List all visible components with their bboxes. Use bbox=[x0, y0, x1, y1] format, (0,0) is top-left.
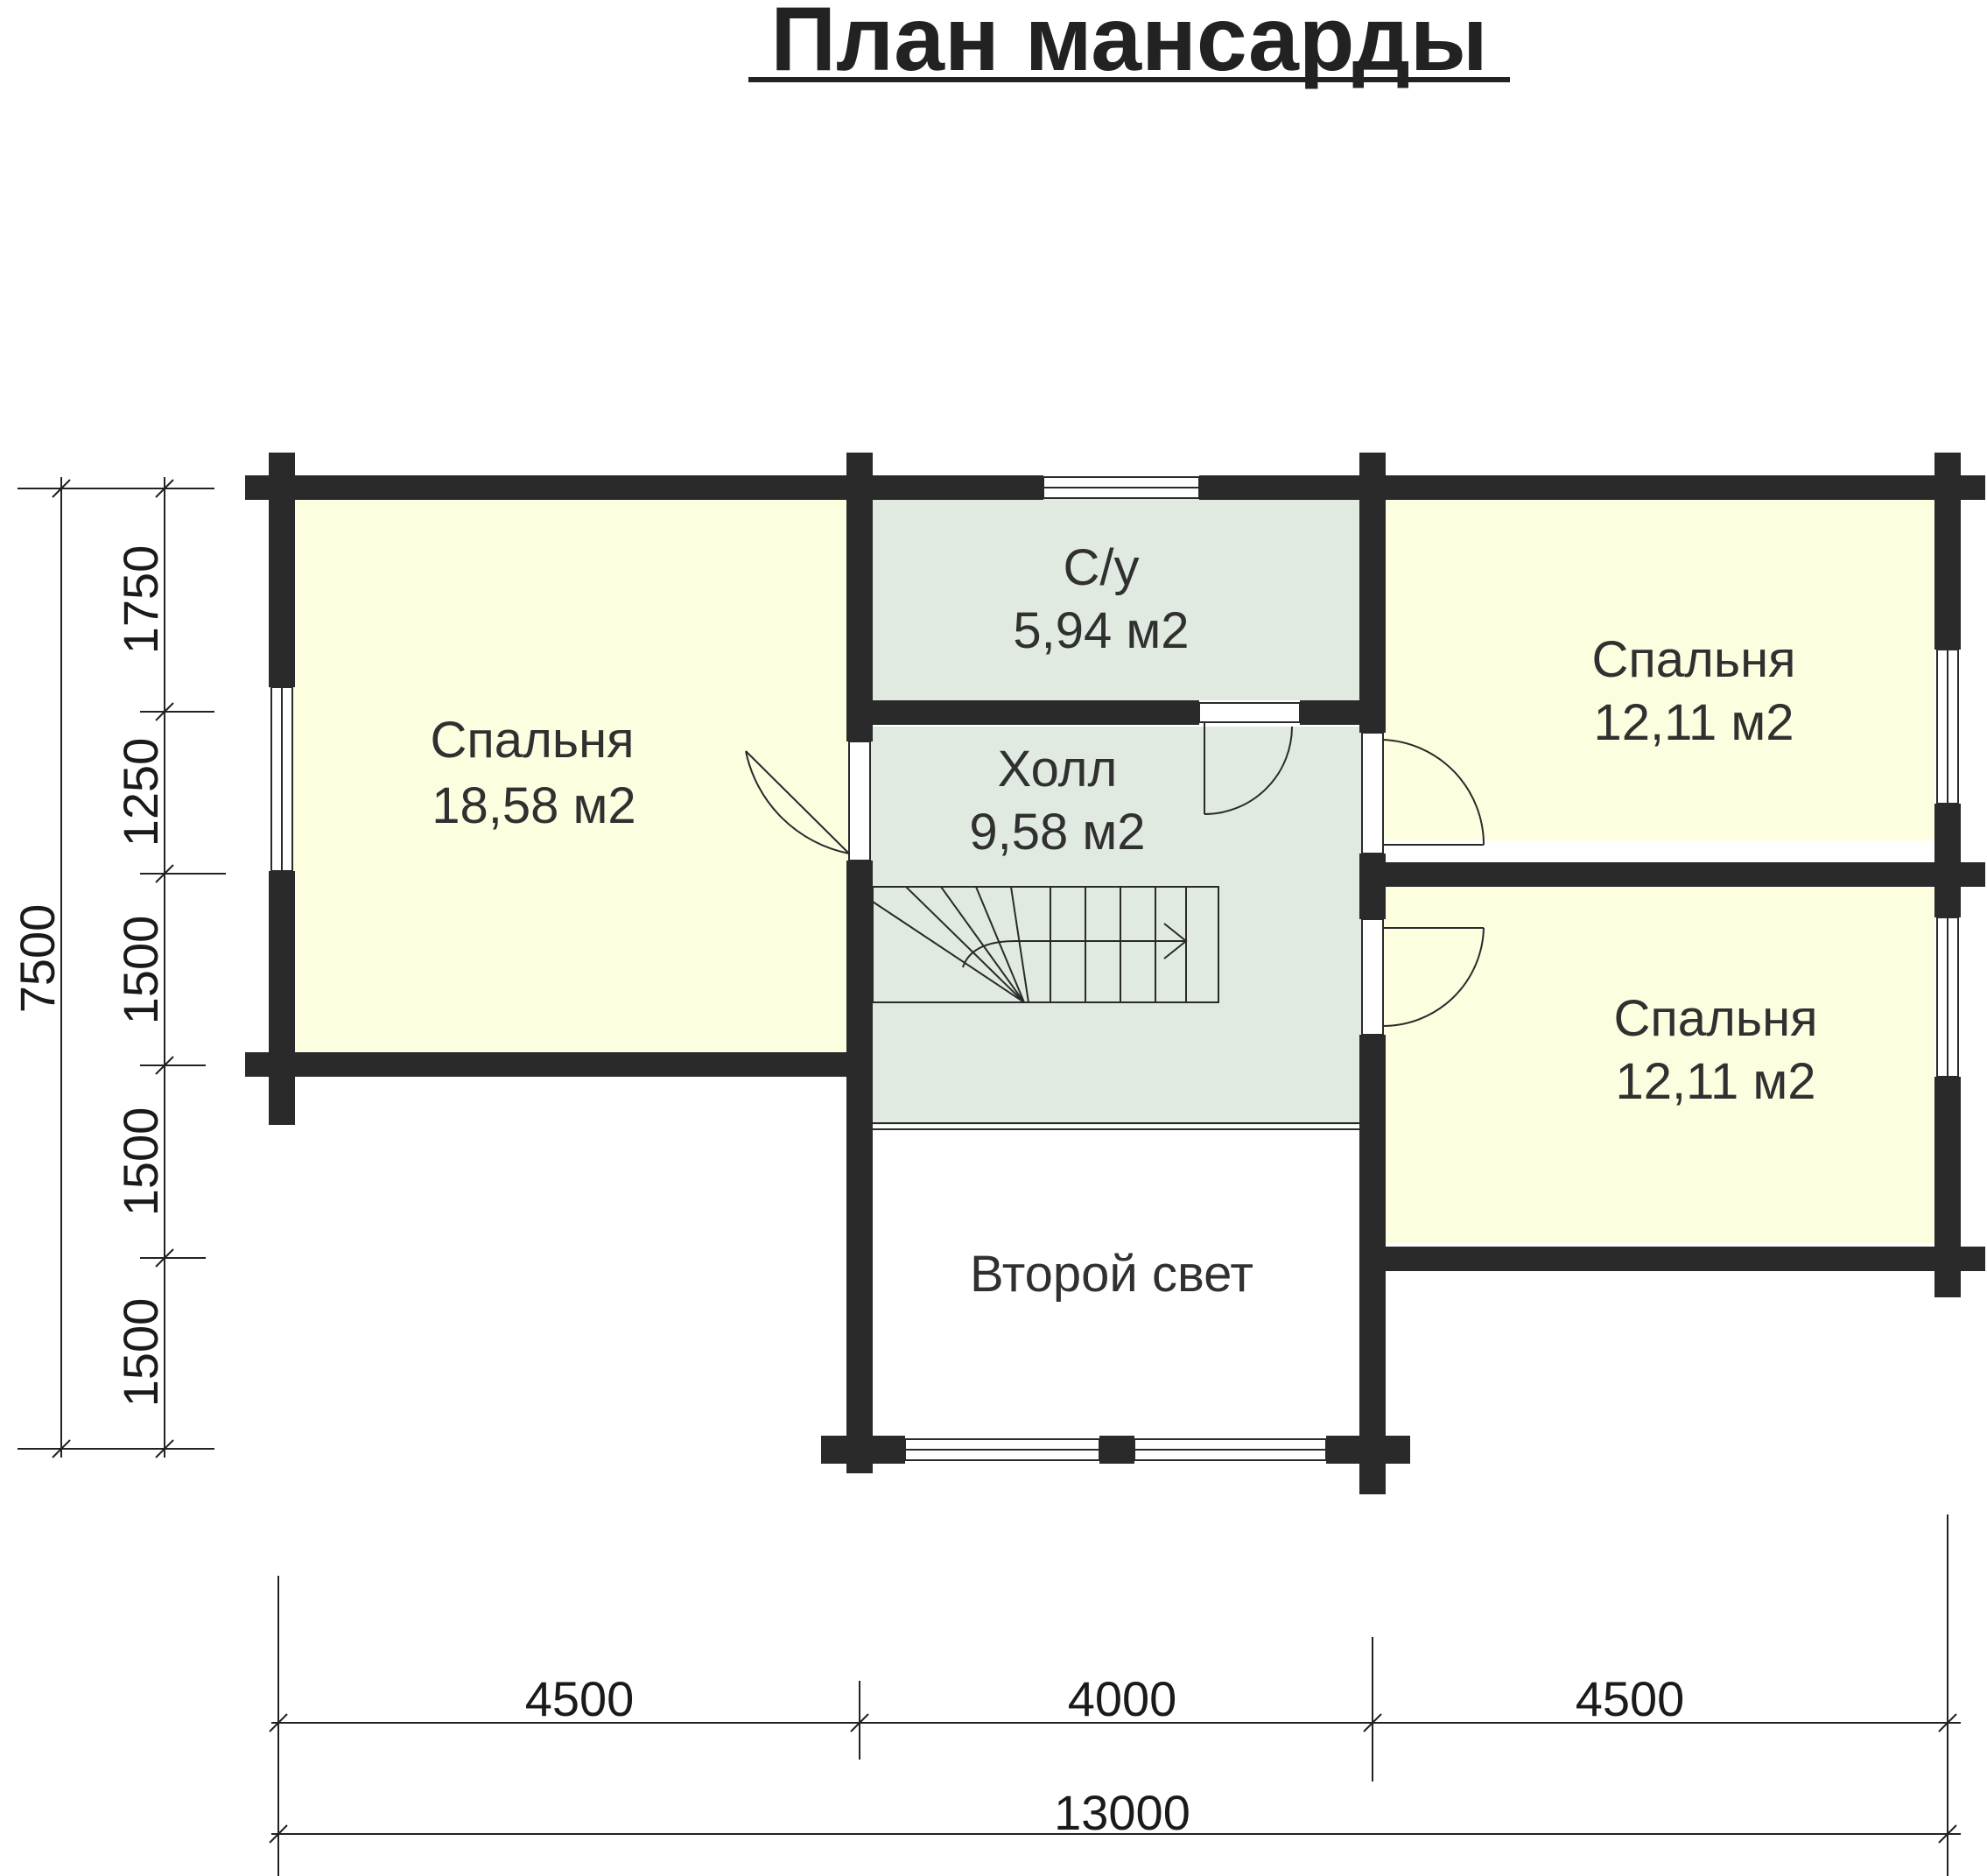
stair-arrow-icon bbox=[1163, 923, 1188, 959]
wall-right-top bbox=[1934, 453, 1961, 650]
dim-width-total: 13000 bbox=[1054, 1785, 1190, 1840]
vertical-dimensions: 1750 1250 1500 1500 1500 7500 bbox=[10, 477, 226, 1458]
label-second-light: Второй свет bbox=[970, 1246, 1253, 1303]
room-fill-bedroom-right-top bbox=[1383, 499, 1934, 840]
wall-bottom-left-post bbox=[821, 1436, 905, 1464]
wall-top-right bbox=[1199, 475, 1985, 500]
dim-width-2: 4000 bbox=[1068, 1671, 1177, 1726]
walls bbox=[245, 453, 1985, 1494]
dim-height-1: 1750 bbox=[113, 545, 168, 655]
wall-right-middle bbox=[1934, 804, 1961, 917]
doors bbox=[745, 702, 1485, 1036]
door-opening-bathroom bbox=[1198, 702, 1301, 723]
wall-left-bedroom-bottom bbox=[245, 1052, 871, 1077]
wall-mid-left-lower bbox=[846, 861, 873, 1473]
wall-bath-hall-right bbox=[1300, 700, 1370, 725]
label-bedroom-left-name: Спальня bbox=[430, 712, 634, 769]
label-hall-name: Холл bbox=[998, 741, 1118, 797]
dim-height-3: 1500 bbox=[113, 916, 168, 1025]
wall-right-bedrooms-divider bbox=[1370, 862, 1985, 887]
door-opening-right-bottom bbox=[1361, 918, 1384, 1036]
label-bedroom-right-top-area: 12,11 м2 bbox=[1593, 694, 1794, 751]
dim-height-total: 7500 bbox=[10, 904, 65, 1014]
horizontal-dimensions: 4500 4000 4500 13000 bbox=[269, 1514, 1961, 1876]
wall-right-bedroom-bottom bbox=[1386, 1247, 1985, 1271]
wall-mid-left-upper bbox=[846, 453, 873, 741]
door-opening-left-bedroom bbox=[848, 741, 871, 861]
plan-title: План мансарды bbox=[770, 0, 1487, 90]
dim-width-3: 4500 bbox=[1576, 1671, 1685, 1726]
wall-left-upper bbox=[269, 453, 295, 687]
stair-direction-line bbox=[962, 940, 1186, 968]
label-bedroom-right-bottom-name: Спальня bbox=[1613, 990, 1817, 1047]
dim-height-5: 1500 bbox=[113, 1298, 168, 1408]
label-bedroom-left-area: 18,58 м2 bbox=[432, 777, 635, 834]
room-fill-bedroom-right-bottom bbox=[1383, 884, 1934, 1243]
door-right-bottom-bedroom bbox=[1382, 927, 1485, 1027]
title-underline bbox=[748, 77, 1510, 82]
windows bbox=[270, 476, 1959, 1461]
label-bathroom-area: 5,94 м2 bbox=[1013, 602, 1189, 659]
wall-bottom-right-post bbox=[1326, 1436, 1410, 1464]
wall-top-left bbox=[245, 475, 1043, 500]
wall-bottom-middle-post bbox=[1099, 1436, 1134, 1464]
dim-height-2: 1250 bbox=[113, 738, 168, 847]
room-fill-bedroom-left bbox=[289, 499, 849, 1055]
wall-mid-right-lower bbox=[1359, 1035, 1386, 1494]
door-opening-right-top bbox=[1361, 732, 1384, 854]
door-left-bedroom bbox=[745, 750, 850, 854]
label-hall-area: 9,58 м2 bbox=[969, 804, 1145, 861]
dim-height-4: 1500 bbox=[113, 1107, 168, 1217]
wall-bath-hall-left bbox=[871, 700, 1199, 725]
door-bathroom bbox=[1204, 722, 1293, 815]
staircase bbox=[872, 886, 1219, 1003]
wall-left-lower bbox=[269, 871, 295, 1125]
label-bedroom-right-top-name: Спальня bbox=[1591, 631, 1795, 688]
wall-mid-right-upper bbox=[1359, 453, 1386, 733]
label-bedroom-right-bottom-area: 12,11 м2 bbox=[1615, 1053, 1815, 1110]
label-bathroom-name: С/у bbox=[1064, 539, 1140, 596]
room-fill-bathroom bbox=[871, 499, 1361, 700]
room-fill-hall bbox=[871, 727, 1361, 1125]
dim-width-1: 4500 bbox=[525, 1671, 635, 1726]
door-right-top-bedroom bbox=[1382, 739, 1485, 846]
